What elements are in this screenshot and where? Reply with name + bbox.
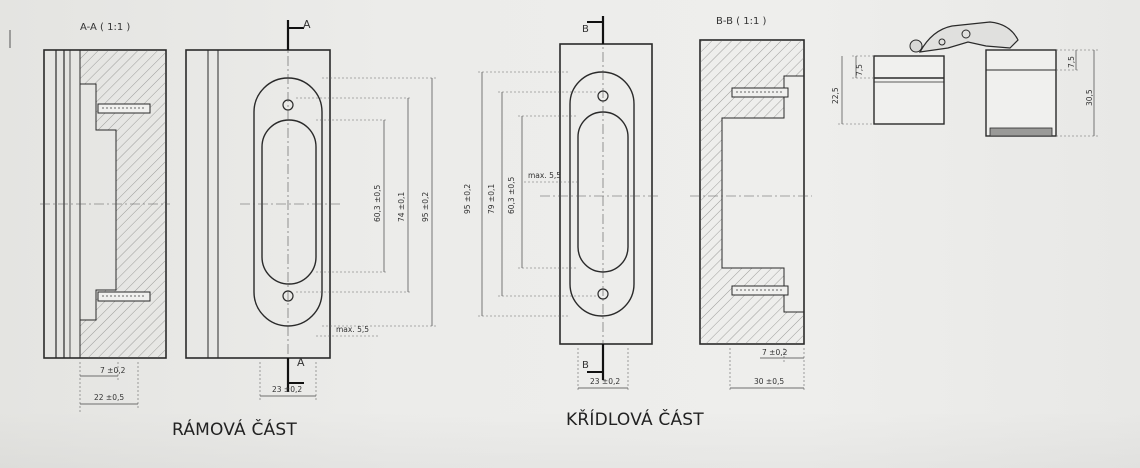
wing-front-view: B B 95 ±0,2 79 ±0,1 60,3 ±0,5 max. 5,5 xyxy=(463,16,660,392)
dim-wing-60: 60,3 ±0,5 xyxy=(507,176,516,214)
dim-frame-95: 95 ±0,2 xyxy=(421,192,430,222)
section-label-a: A-A ( 1:1 ) xyxy=(80,22,130,33)
dim-frame-74: 74 ±0,1 xyxy=(397,192,406,222)
frame-front-view: A A 60,3 ±0,5 74 ±0,1 95 ±0,2 max. 5,5 xyxy=(185,18,438,402)
dim-wing-max: max. 5,5 xyxy=(528,171,561,180)
wing-section-b: B-B ( 1:1 ) 7 ±0,2 30 ±0,5 xyxy=(690,16,812,392)
caption-wing-part: KŘÍDLOVÁ ČÁST xyxy=(566,410,704,430)
dim-frame-width: 23 ±0,2 xyxy=(272,385,302,394)
hinge-assembly-view: 7,5 22,5 7,5 30,5 xyxy=(831,21,1098,137)
section-label-b: B-B ( 1:1 ) xyxy=(716,16,767,27)
dim-hinge-left-total: 22,5 xyxy=(831,87,840,104)
dim-wing-95: 95 ±0,2 xyxy=(463,184,472,214)
dim-frame-max: max. 5,5 xyxy=(336,325,369,334)
cut-marker-a-bottom: A xyxy=(297,356,305,369)
dim-wing-7: 7 ±0,2 xyxy=(762,348,788,357)
dim-wing-79: 79 ±0,1 xyxy=(487,184,496,214)
dim-frame-60: 60,3 ±0,5 xyxy=(373,184,382,222)
frame-section-a: A-A ( 1:1 ) 7 ±0,2 22 ±0,5 xyxy=(40,22,170,412)
dim-hinge-left-top: 7,5 xyxy=(855,64,864,76)
dim-frame-22: 22 ±0,5 xyxy=(94,393,124,402)
dim-hinge-right-top: 7,5 xyxy=(1067,56,1076,68)
cut-marker-b-bottom: B xyxy=(582,360,589,371)
caption-frame-part: RÁMOVÁ ČÁST xyxy=(172,420,297,440)
dim-wing-30: 30 ±0,5 xyxy=(754,377,784,386)
cut-marker-a-top: A xyxy=(303,18,311,31)
dim-frame-7: 7 ±0,2 xyxy=(100,366,126,375)
paper-shadow xyxy=(0,410,1140,468)
cut-marker-b-top: B xyxy=(582,24,589,35)
dim-hinge-right-total: 30,5 xyxy=(1085,89,1094,106)
dim-wing-width: 23 ±0,2 xyxy=(590,377,620,386)
